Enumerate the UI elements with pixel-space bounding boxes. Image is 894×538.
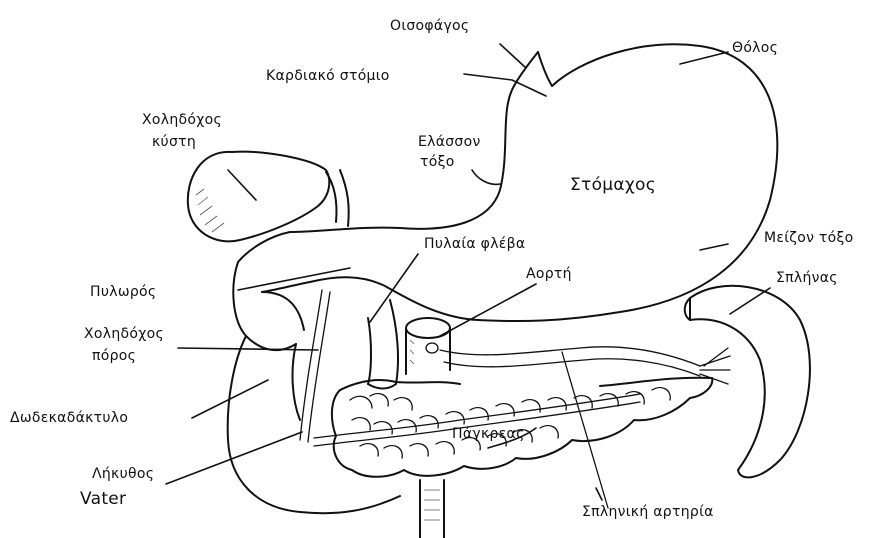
- gallbladder-outline: [188, 152, 349, 242]
- label-spleen: Σπλήνας: [776, 270, 838, 286]
- spleen-outline: [685, 286, 810, 478]
- label-greater-curvature: Μείζον τόξο: [764, 230, 854, 246]
- label-portal-vein: Πυλαία φλέβα: [424, 236, 525, 252]
- label-pylorus: Πυλωρός: [90, 284, 156, 300]
- label-ampulla-line1: Λήκυθος: [92, 466, 154, 482]
- label-gallbladder-line1: Χοληδόχος: [142, 112, 222, 128]
- label-splenic-artery: Σπληνική αρτηρία: [582, 504, 714, 520]
- label-pancreas: Πάγκρεας: [452, 426, 525, 442]
- label-bile-duct-line1: Χοληδόχος: [84, 326, 164, 342]
- label-lesser-curvature-line1: Ελάσσον: [418, 134, 481, 150]
- label-bile-duct-line2: πόρος: [92, 348, 136, 364]
- portal-vein: [368, 300, 398, 389]
- label-stomach: Στόμαχος: [570, 175, 656, 195]
- label-gallbladder-line2: κύστη: [152, 134, 196, 150]
- label-duodenum: Δωδεκαδάκτυλο: [10, 410, 128, 426]
- stomach-outline: [238, 44, 777, 321]
- label-ampulla-line2: Vater: [80, 489, 126, 509]
- label-esophagus: Οισοφάγος: [390, 18, 469, 34]
- label-fundus: Θόλος: [732, 40, 778, 56]
- label-lesser-curvature-line2: τόξο: [420, 154, 455, 170]
- bile-duct: [300, 290, 330, 442]
- label-aorta: Αορτή: [526, 266, 572, 282]
- label-cardiac-orifice: Καρδιακό στόμιο: [266, 68, 390, 84]
